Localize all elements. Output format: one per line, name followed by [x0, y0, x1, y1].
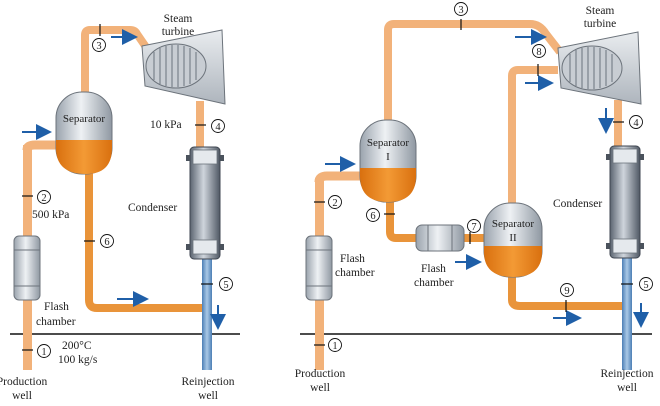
condenser-label: Condenser [128, 202, 177, 214]
reinjection-well-line2: well [198, 390, 218, 402]
svg-text:2: 2 [41, 193, 46, 204]
state-9: 9 [560, 283, 574, 312]
condenser-label: Condenser [553, 198, 602, 210]
flash-chamber-left-line1: Flash [340, 253, 365, 265]
double-flash-plant: Separator I Separator II [295, 2, 654, 394]
brine-pipe-6 [386, 200, 485, 242]
separator-vessel: Separator [55, 91, 113, 175]
svg-text:5: 5 [643, 280, 648, 291]
state-8: 8 [532, 44, 546, 76]
svg-text:3: 3 [96, 41, 101, 52]
condenser [606, 145, 644, 259]
reinjection-pipe [202, 258, 212, 370]
inlet-flow: 100 kg/s [58, 354, 98, 366]
svg-text:9: 9 [564, 286, 569, 297]
separator-label: Separator [63, 113, 105, 125]
production-well-line1: Production [0, 376, 47, 388]
flash-chamber-left-line2: chamber [335, 267, 375, 279]
single-flash-plant: Separator [0, 13, 240, 402]
state-4: 4 [613, 115, 643, 129]
separator-2-label-line1: Separator [492, 218, 534, 230]
separator-1-label-line1: Separator [367, 137, 409, 149]
condenser-pressure: 10 kPa [150, 119, 182, 131]
separator-2-vessel: Separator II [483, 202, 543, 278]
production-well-line2: well [310, 382, 330, 394]
flash-chamber-mid-line1: Flash [421, 263, 446, 275]
state-1: 1 [22, 344, 51, 358]
turbine-label-line1: Steam [164, 13, 193, 25]
svg-text:8: 8 [536, 47, 541, 58]
flash-chamber [13, 235, 41, 301]
pipe-2 [314, 171, 360, 183]
steam-turbine [141, 29, 226, 105]
separator-1-label-line2: I [386, 151, 390, 163]
separator-1-vessel: Separator I [359, 119, 417, 203]
separator-2-label-line2: II [509, 232, 517, 244]
svg-text:3: 3 [458, 5, 463, 16]
steam-turbine [557, 31, 642, 105]
production-well-line1: Production [295, 368, 346, 380]
brine-pipe-6 [85, 172, 205, 312]
state-2: 2 [314, 195, 342, 209]
svg-text:5: 5 [223, 280, 228, 291]
reinjection-well-line1: Reinjection [181, 376, 234, 388]
state-5: 5 [621, 277, 653, 291]
state-1: 1 [314, 338, 342, 352]
production-well-line2: well [12, 390, 32, 402]
state-6: 6 [84, 234, 114, 248]
turbine-label-line2: turbine [162, 26, 195, 38]
turbine-exhaust-pipe-4 [196, 101, 204, 147]
state-5: 5 [201, 277, 233, 291]
flash-pressure: 500 kPa [32, 209, 69, 221]
state-6: 6 [366, 208, 395, 222]
svg-text:4: 4 [215, 122, 221, 133]
pipe-2 [22, 140, 58, 151]
reinjection-well-line1: Reinjection [600, 368, 653, 380]
reinjection-pipe [622, 258, 632, 370]
svg-text:7: 7 [471, 222, 476, 233]
flash-chamber-label-line2: chamber [36, 316, 76, 328]
flash-chamber-label-line1: Flash [44, 301, 69, 313]
svg-text:4: 4 [633, 118, 639, 129]
svg-text:6: 6 [104, 237, 109, 248]
svg-text:1: 1 [41, 347, 46, 358]
reinjection-well-line2: well [617, 382, 637, 394]
flash-chamber-mid-line2: chamber [414, 277, 454, 289]
inlet-temperature: 200°C [62, 340, 92, 352]
turbine-label-line2: turbine [584, 18, 617, 30]
state-3: 3 [454, 2, 468, 30]
flash-chamber-vertical [305, 235, 333, 301]
steam-pipe-8 [508, 66, 558, 205]
state-2: 2 [22, 190, 51, 204]
brine-pipe-9 [508, 270, 625, 310]
state-4: 4 [195, 119, 225, 133]
state-7: 7 [467, 219, 481, 244]
steam-pipe-3 [81, 26, 152, 92]
state-3: 3 [92, 24, 106, 52]
svg-text:6: 6 [370, 211, 375, 222]
flash-chamber-horizontal [415, 224, 465, 252]
svg-text:2: 2 [332, 198, 337, 209]
condenser [186, 146, 224, 260]
turbine-exhaust-pipe-4 [614, 100, 622, 146]
svg-text:1: 1 [332, 341, 337, 352]
turbine-label-line1: Steam [586, 5, 615, 17]
